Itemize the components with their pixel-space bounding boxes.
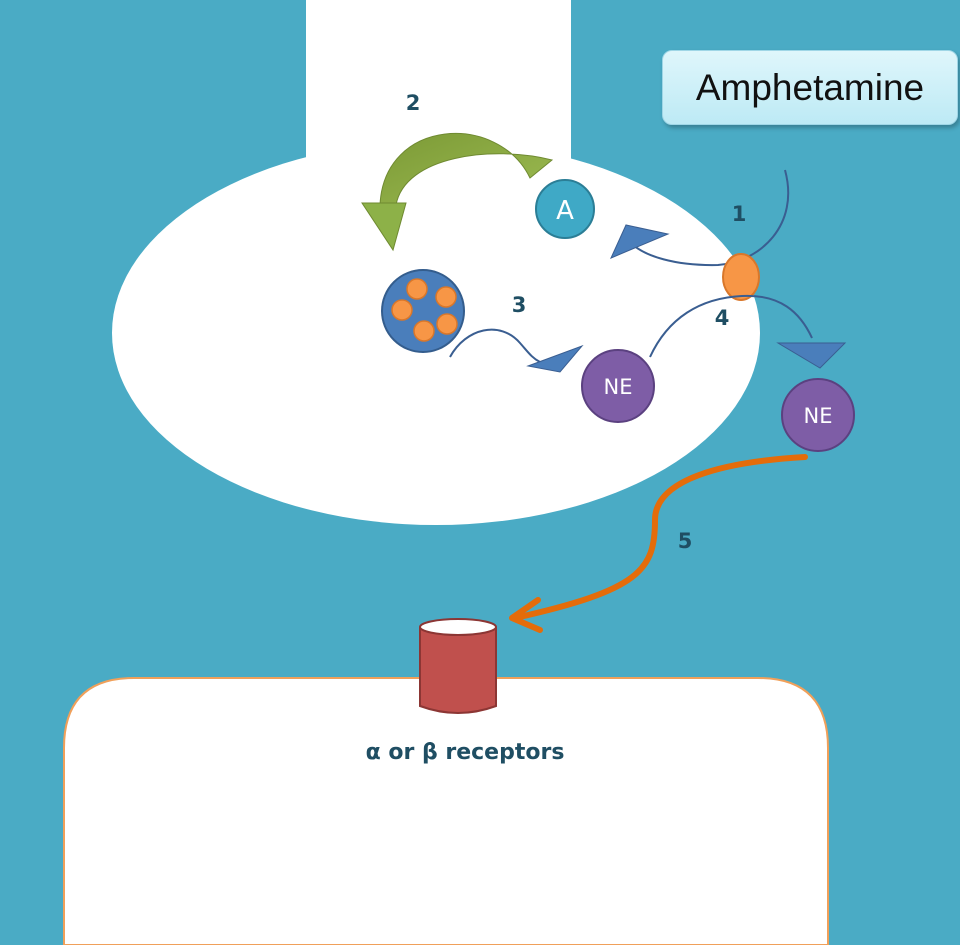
norepinephrine-outside: NE (781, 378, 855, 452)
title-box: Amphetamine (662, 50, 958, 125)
ne-inside-label: NE (604, 375, 633, 399)
orange-arrow (509, 454, 808, 633)
green-curved-arrow (361, 133, 554, 252)
receptor (419, 618, 497, 714)
transporter (722, 253, 760, 301)
ne-outside-label: NE (804, 404, 833, 428)
step-1-label: 1 (732, 202, 747, 226)
step-4-label: 4 (715, 306, 730, 330)
amphetamine-molecule-label: A (556, 196, 574, 226)
step-3-label: 3 (512, 293, 527, 317)
vesicle (381, 269, 465, 353)
ne-efflux-arrow (649, 294, 847, 369)
step-2-label: 2 (406, 91, 421, 115)
amphetamine-molecule: A (535, 179, 595, 239)
postsynaptic-cell (63, 677, 829, 945)
step-5-label: 5 (678, 529, 693, 553)
receptor-label: α or β receptors (366, 740, 565, 765)
ne-release-arrow (449, 328, 584, 373)
norepinephrine-inside: NE (581, 349, 655, 423)
amphetamine-entry-arrow (610, 169, 790, 267)
title-text: Amphetamine (695, 66, 925, 108)
